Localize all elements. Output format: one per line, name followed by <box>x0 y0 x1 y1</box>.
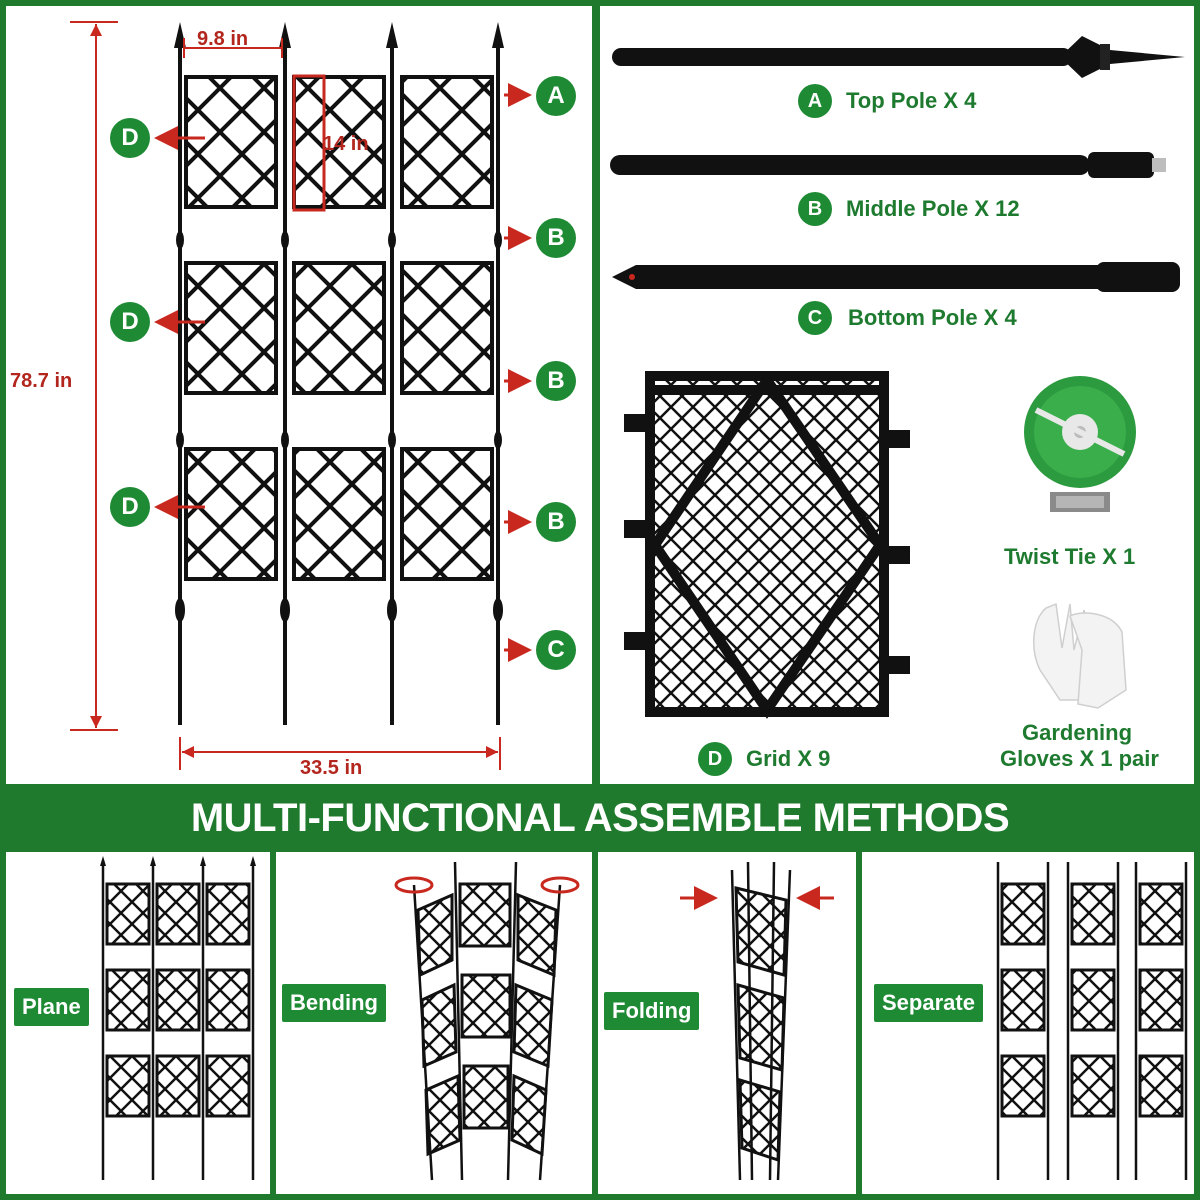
dimension-arrowheads <box>90 24 498 758</box>
height-grid-label: 14 in <box>323 133 369 155</box>
dimension-lines <box>70 21 501 770</box>
width-total-label: 33.5 in <box>300 757 363 779</box>
bottom-pole-badge: C <box>798 301 832 335</box>
twist-tie-image <box>1024 376 1136 512</box>
grid-image <box>624 371 910 719</box>
separate-illustration <box>996 862 1188 1180</box>
callout-badge-a: A <box>536 76 576 116</box>
callout-badge-c: C <box>536 630 576 670</box>
method-tag-folding: Folding <box>604 992 700 1030</box>
grid-label: Grid X 9 <box>746 746 831 771</box>
callout-badge-b: B <box>536 361 576 401</box>
bottom-pole-image <box>612 262 1180 292</box>
assembled-trellis <box>174 22 504 725</box>
top-pole-label: Top Pole X 4 <box>846 88 977 113</box>
top-pole-image <box>612 36 1185 78</box>
callout-badge-b: B <box>536 502 576 542</box>
gloves-label-line2: Gloves X 1 pair <box>1000 746 1159 771</box>
folding-illustration <box>680 861 834 1181</box>
method-tag-plane: Plane <box>14 988 89 1026</box>
height-total-label: 78.7 in <box>10 370 73 392</box>
section-banner-title: MULTI-FUNCTIONAL ASSEMBLE METHODS <box>0 787 1200 847</box>
method-tag-separate: Separate <box>874 984 983 1022</box>
middle-pole-label: Middle Pole X 12 <box>846 196 1020 221</box>
callout-arrows <box>154 83 532 662</box>
bottom-pole-label: Bottom Pole X 4 <box>848 305 1017 330</box>
top-pole-badge: A <box>798 84 832 118</box>
grid-badge: D <box>698 742 732 776</box>
callout-badge-b: B <box>536 218 576 258</box>
plane-illustration <box>100 856 256 1180</box>
callout-badge-d: D <box>110 118 150 158</box>
bending-illustration <box>394 861 580 1181</box>
twist-tie-label: Twist Tie X 1 <box>1004 544 1136 569</box>
middle-pole-badge: B <box>798 192 832 226</box>
gloves-label-line1: Gardening <box>1022 720 1133 745</box>
callout-badge-d: D <box>110 487 150 527</box>
callout-badge-d: D <box>110 302 150 342</box>
middle-pole-image <box>610 152 1166 178</box>
gloves-image <box>1033 602 1127 709</box>
width-top-label: 9.8 in <box>197 28 249 50</box>
method-tag-bending: Bending <box>282 984 386 1022</box>
